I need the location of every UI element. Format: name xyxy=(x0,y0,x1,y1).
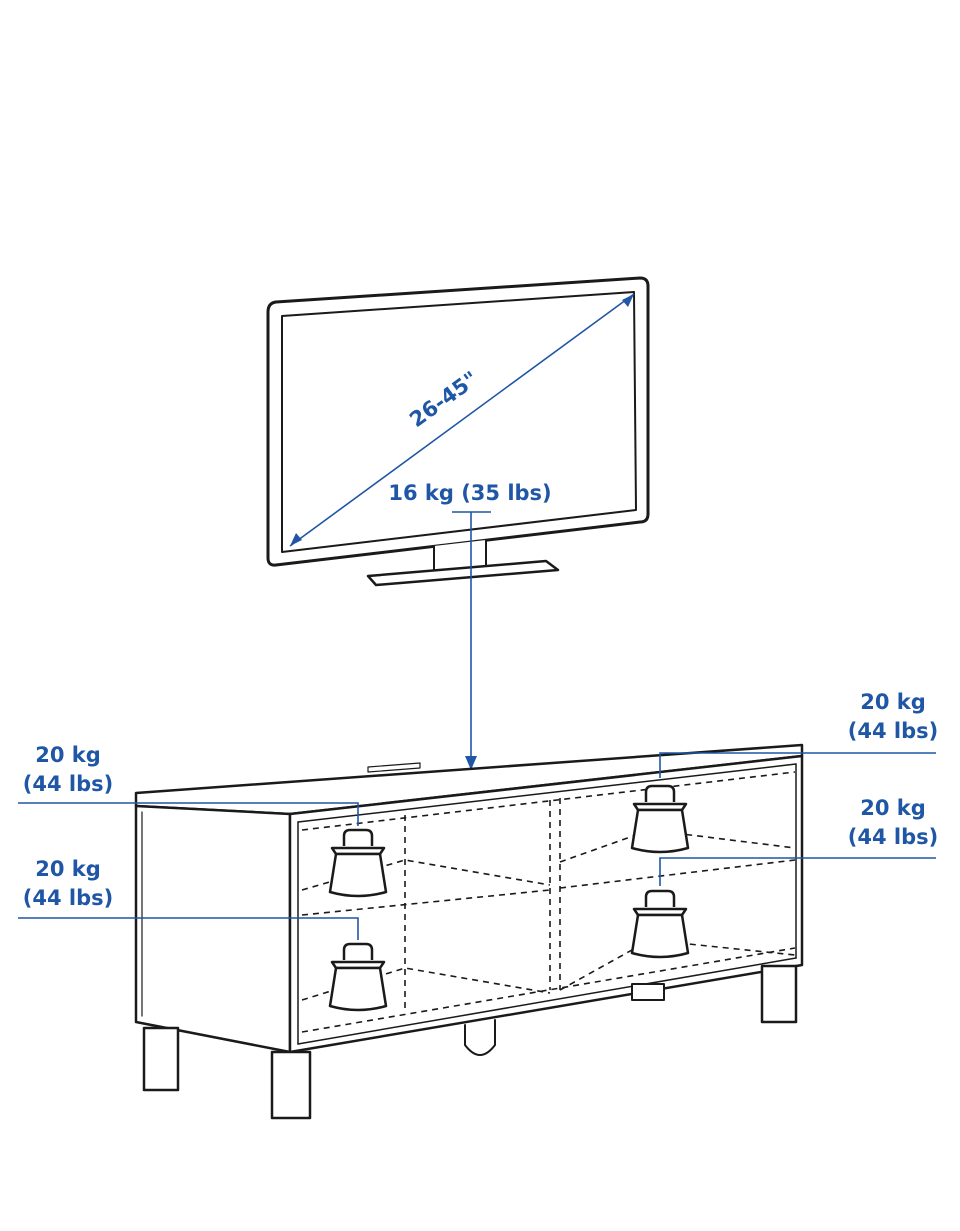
shelf-bottom-left-kg: 20 kg xyxy=(35,857,101,881)
tv-illustration xyxy=(266,276,650,587)
shelf-bottom-right-kg: 20 kg xyxy=(860,796,926,820)
shelf-top-right-kg: 20 kg xyxy=(860,690,926,714)
tv-diagonal-arrow xyxy=(289,293,635,547)
tv-screen xyxy=(281,291,637,553)
tv-bezel xyxy=(266,276,650,567)
shelf-leader-lines xyxy=(18,752,936,940)
shelf-top-left-lbs: (44 lbs) xyxy=(23,772,113,796)
shelf-top-right-lbs: (44 lbs) xyxy=(848,719,938,743)
bench-leg-back-right xyxy=(760,964,798,1024)
tv-weight-leader xyxy=(452,511,491,770)
bench-leg-back-mid xyxy=(631,983,665,1001)
bench-leg-front-right xyxy=(270,1050,312,1120)
tv-bench-illustration xyxy=(134,743,804,1120)
tv-weight-label: 16 kg (35 lbs) xyxy=(388,481,551,505)
shelf-bottom-left-lbs: (44 lbs) xyxy=(23,886,113,910)
bench-cable-clip xyxy=(464,1019,496,1056)
shelf-bottom-right-lbs: (44 lbs) xyxy=(848,825,938,849)
bench-leg-front-left xyxy=(142,1026,180,1092)
bench-side-panel xyxy=(134,804,292,1054)
shelf-top-left-kg: 20 kg xyxy=(35,743,101,767)
